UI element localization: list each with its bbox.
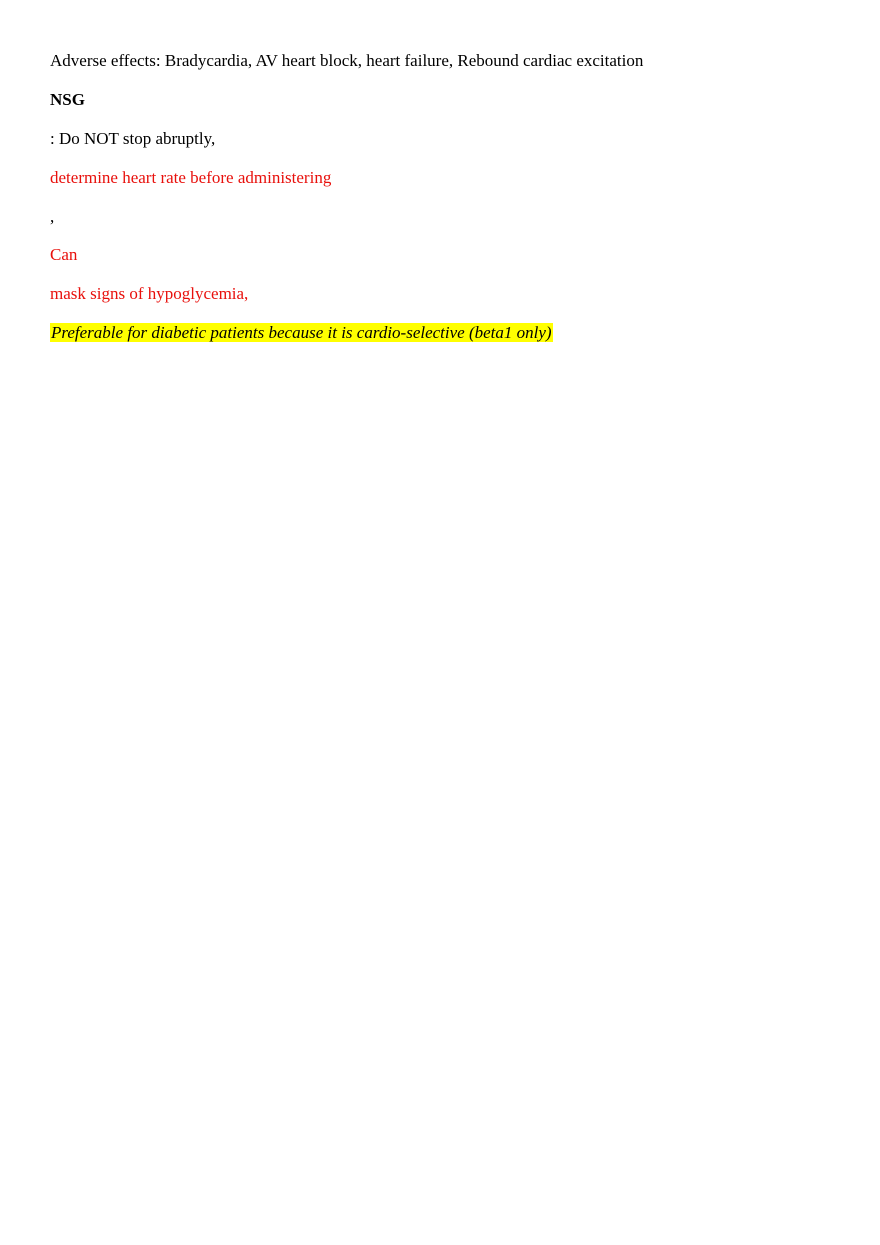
nsg-point-heart-rate: determine heart rate before administerin… — [50, 168, 332, 187]
nsg-point-do-not-stop: : Do NOT stop abruptly, — [50, 129, 216, 148]
nsg-heading: NSG — [50, 90, 85, 109]
highlighted-note: Preferable for diabetic patients because… — [50, 322, 553, 344]
nsg-point-can: Can — [50, 245, 78, 264]
adverse-effects-text: Adverse effects: Bradycardia, AV heart b… — [50, 51, 644, 70]
nsg-point-mask-hypoglycemia: mask signs of hypoglycemia, — [50, 284, 249, 303]
highlighted-note-text: Preferable for diabetic patients because… — [50, 323, 553, 342]
separator-comma: , — [50, 207, 55, 226]
